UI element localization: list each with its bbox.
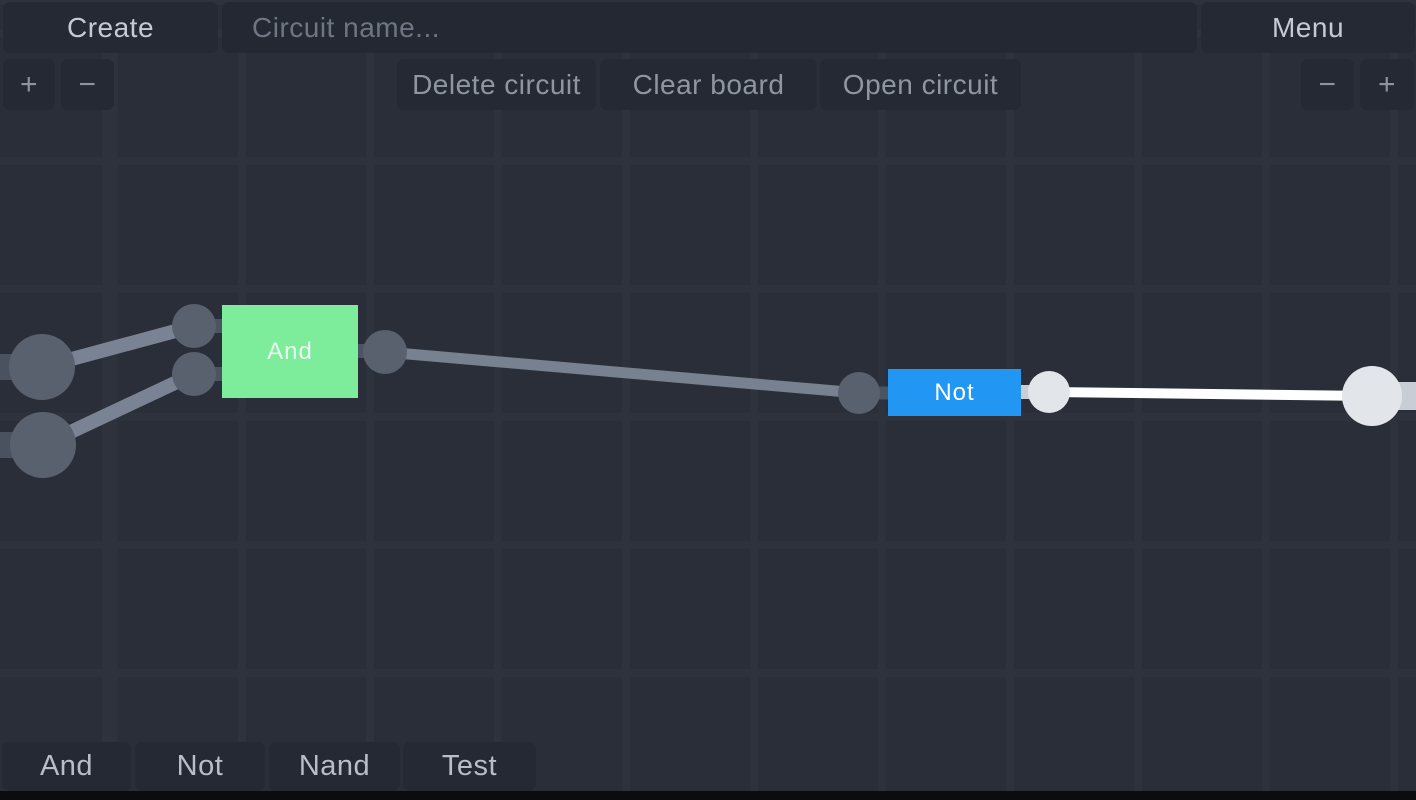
circuit-output-node[interactable] (1342, 366, 1402, 426)
wire-not-to-output (1048, 387, 1373, 401)
and-gate-label: And (267, 337, 313, 365)
palette-test-button[interactable]: Test (403, 742, 536, 791)
zoom-out-left-button[interactable]: − (61, 59, 114, 110)
and-input-port-2[interactable] (172, 352, 216, 396)
palette-not-button[interactable]: Not (135, 742, 265, 791)
and-gate[interactable]: And (222, 305, 358, 398)
zoom-in-right-button[interactable]: + (1360, 59, 1414, 110)
not-gate-label: Not (934, 378, 975, 406)
not-gate[interactable]: Not (888, 369, 1021, 416)
zoom-in-left-button[interactable]: + (3, 59, 55, 110)
bottom-edge-strip (0, 791, 1416, 800)
circuit-input-node-2[interactable] (10, 412, 76, 478)
and-input-port-1[interactable] (172, 304, 216, 348)
open-circuit-button[interactable]: Open circuit (820, 59, 1021, 110)
not-output-port[interactable] (1028, 371, 1070, 413)
not-input-port[interactable] (838, 372, 880, 414)
and-output-port[interactable] (363, 330, 407, 374)
zoom-out-right-button[interactable]: − (1301, 59, 1354, 110)
delete-circuit-button[interactable]: Delete circuit (397, 59, 596, 110)
clear-board-button[interactable]: Clear board (600, 59, 817, 110)
wire-and-to-not (384, 346, 860, 399)
circuit-name-input[interactable] (222, 2, 1197, 53)
palette-nand-button[interactable]: Nand (269, 742, 400, 791)
circuit-input-node-1[interactable] (9, 334, 75, 400)
palette-and-button[interactable]: And (2, 742, 131, 791)
create-button[interactable]: Create (3, 2, 218, 53)
menu-button[interactable]: Menu (1201, 2, 1415, 53)
